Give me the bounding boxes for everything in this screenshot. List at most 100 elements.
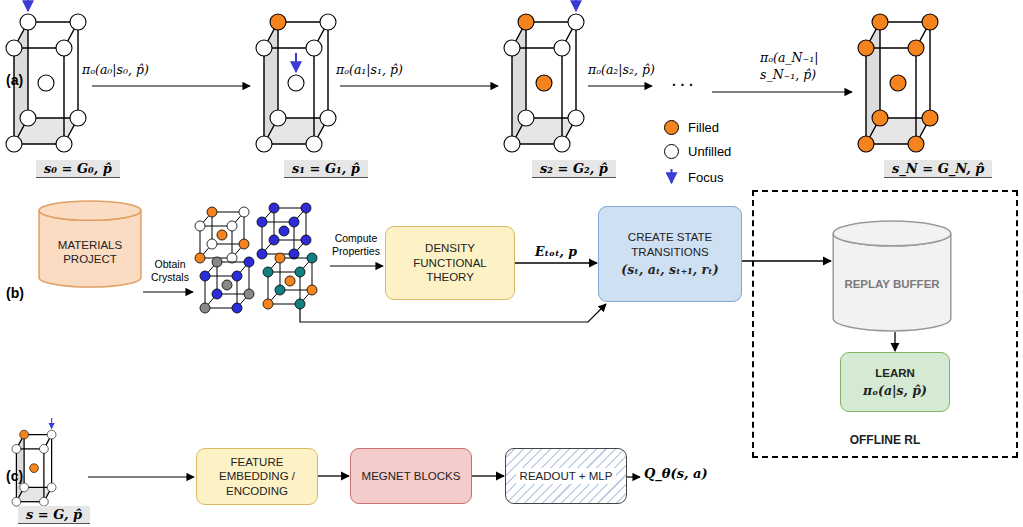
legend-row: Unfilled <box>664 144 731 159</box>
process-box: FEATURE EMBEDDING / ENCODING <box>196 448 318 505</box>
crystal-structure <box>263 253 317 309</box>
atom <box>222 280 232 290</box>
atom-site <box>858 40 874 56</box>
legend-row: Focus <box>664 168 723 186</box>
state-label: s_N = G_N, p̂ <box>884 160 992 178</box>
atom-site <box>320 14 336 30</box>
atom-site <box>20 110 36 126</box>
atom-site <box>6 40 22 56</box>
atom <box>289 217 299 227</box>
panel-label: (b) <box>6 285 24 301</box>
output-label: Q_θ(s, a) <box>644 466 708 481</box>
atom-site <box>922 14 938 30</box>
atom-site <box>270 110 286 126</box>
node-formula: (sₜ, aₜ, sₜ₊₁, rₜ) <box>621 262 718 278</box>
legend-text: Filled <box>688 120 719 135</box>
cube-edge <box>313 48 314 144</box>
atom-site <box>872 14 888 30</box>
crystal-cube <box>6 0 86 152</box>
node-title: MATERIALS PROJECT <box>46 238 134 267</box>
atom <box>212 257 222 267</box>
atom-site <box>12 445 21 454</box>
cube-edge <box>43 449 44 502</box>
atom <box>239 207 249 217</box>
atom-site <box>12 497 21 506</box>
atom-site <box>40 497 49 506</box>
atom-site <box>568 14 584 30</box>
state-label: s₀ = G₀, p̂ <box>36 160 120 178</box>
cylinder-body <box>833 233 951 330</box>
node-title: REPLAY BUFFER <box>844 277 939 291</box>
cylinder-outline <box>832 220 952 332</box>
policy-label: πₒ(a₀|s₀, p̂) <box>82 62 149 77</box>
cube-edge <box>915 48 916 144</box>
atom <box>212 289 222 299</box>
atom-site <box>890 75 906 91</box>
atom <box>263 299 273 309</box>
node-formula: πₒ(a|s, p̂) <box>863 383 927 399</box>
atom <box>279 226 289 236</box>
atom <box>275 253 285 263</box>
panel-label: (a) <box>6 72 23 88</box>
legend-swatch <box>664 120 679 135</box>
atom <box>269 235 279 245</box>
node-title: FEATURE EMBEDDING / ENCODING <box>205 455 309 498</box>
crystal-structure <box>200 257 254 313</box>
atom <box>275 285 285 295</box>
cube-edge <box>13 48 14 144</box>
flow-connector <box>318 475 349 476</box>
flow-arrows <box>88 86 852 477</box>
focus-arrow <box>27 0 29 11</box>
atom <box>200 303 210 313</box>
legend-row: Filled <box>664 120 719 135</box>
cylinder-top <box>39 201 141 220</box>
focus-arrow <box>671 169 673 183</box>
cube-edge <box>277 22 278 118</box>
cube-edge <box>27 22 28 118</box>
database-cylinder: MATERIALS PROJECT <box>38 200 142 288</box>
atom-site <box>70 14 86 30</box>
legend-symbol <box>664 168 679 186</box>
atom-site <box>320 110 336 126</box>
atom <box>263 267 273 277</box>
buffer-cylinder: REPLAY BUFFER <box>832 220 952 332</box>
process-box: LEARNπₒ(a|s, p̂) <box>840 352 950 412</box>
node-title: READOUT + MLP <box>516 468 617 484</box>
atom-site <box>536 75 552 91</box>
arrow-label: Compute Properties <box>327 232 385 257</box>
cube-edge <box>511 48 512 144</box>
process-box: READOUT + MLP <box>505 448 627 504</box>
crystal-cube <box>858 14 938 152</box>
atom-site <box>872 110 888 126</box>
atom-site <box>288 75 304 91</box>
cylinder-top <box>833 221 951 246</box>
policy-label: πₒ(a₁|s₁, p̂) <box>336 62 403 77</box>
atom <box>195 253 205 263</box>
dashed-group: OFFLINE RL REPLAY BUFFER LEARNπₒ(a|s, p̂) <box>752 190 1018 458</box>
panel-label: (c) <box>6 468 23 484</box>
crystal-cube <box>504 0 584 152</box>
state-label: s = G, p̂ <box>18 506 90 524</box>
process-box: MEGNET BLOCKS <box>350 448 472 504</box>
atom <box>307 285 317 295</box>
atom-site <box>38 75 54 91</box>
cube-edge <box>879 22 880 118</box>
legend-text: Unfilled <box>688 144 731 159</box>
atom <box>295 299 305 309</box>
atom <box>227 221 237 231</box>
atom <box>295 267 305 277</box>
atom-site <box>6 136 22 152</box>
atom-site <box>70 110 86 126</box>
atom <box>257 249 267 259</box>
cube-edge <box>575 22 576 118</box>
cube-edge <box>77 22 78 118</box>
atom-site <box>554 40 570 56</box>
atom-site <box>47 483 56 492</box>
process-box: CREATE STATE TRANSITIONS(sₜ, aₜ, sₜ₊₁, r… <box>598 206 742 302</box>
atom-site <box>20 483 29 492</box>
atom-site <box>306 40 322 56</box>
atom-site <box>30 464 39 473</box>
cube-edge <box>63 48 64 144</box>
node-title: OFFLINE RL <box>850 433 921 448</box>
